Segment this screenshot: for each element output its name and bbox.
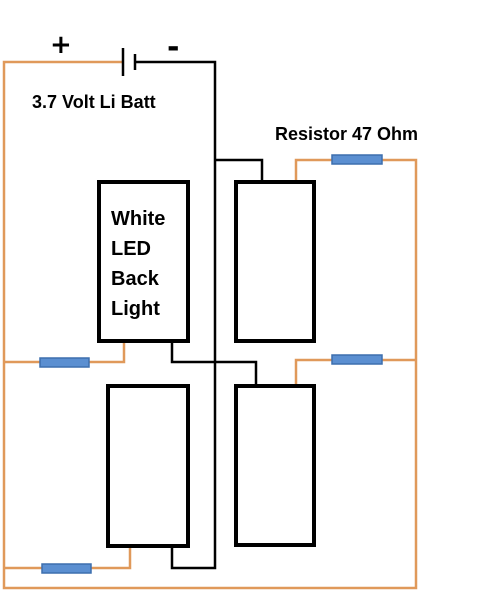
battery-label: 3.7 Volt Li Batt	[32, 92, 156, 112]
led-top-right-wire	[294, 158, 332, 181]
battery-minus-sign: -	[167, 30, 179, 65]
resistor-top-right	[331, 154, 383, 165]
led-bottom-right-wire	[294, 358, 332, 385]
led-panel-top-right	[234, 180, 316, 343]
resistors	[39, 154, 383, 574]
led-bottom-left-wire	[91, 546, 132, 570]
resistor-label: Resistor 47 Ohm	[275, 124, 418, 144]
led-label-line-2: LED	[111, 238, 151, 260]
resistor-middle-left	[39, 357, 90, 368]
led-label-line-1: White	[111, 208, 165, 230]
black-wires	[135, 60, 264, 570]
resistor-middle-right	[331, 354, 383, 365]
led-label-line-3: Back	[111, 268, 160, 290]
battery-symbol	[121, 48, 137, 76]
led-panel-top-left	[97, 180, 190, 343]
led-label: White LED Back Light	[111, 208, 165, 320]
led-panel-bottom-right	[234, 384, 316, 547]
led-chain-wire	[170, 341, 258, 385]
led-top-left-wire	[89, 341, 126, 364]
resistor-bottom-left	[41, 563, 92, 574]
battery-negative-wire	[135, 60, 217, 570]
led-label-line-4: Light	[111, 298, 160, 320]
battery-positive-wire	[2, 60, 418, 590]
led-panel-bottom-left	[106, 384, 190, 548]
led-panels	[97, 180, 316, 548]
battery-plus-sign: +	[50, 30, 72, 60]
orange-wires	[2, 60, 418, 590]
negative-to-led-top-right	[215, 158, 264, 181]
